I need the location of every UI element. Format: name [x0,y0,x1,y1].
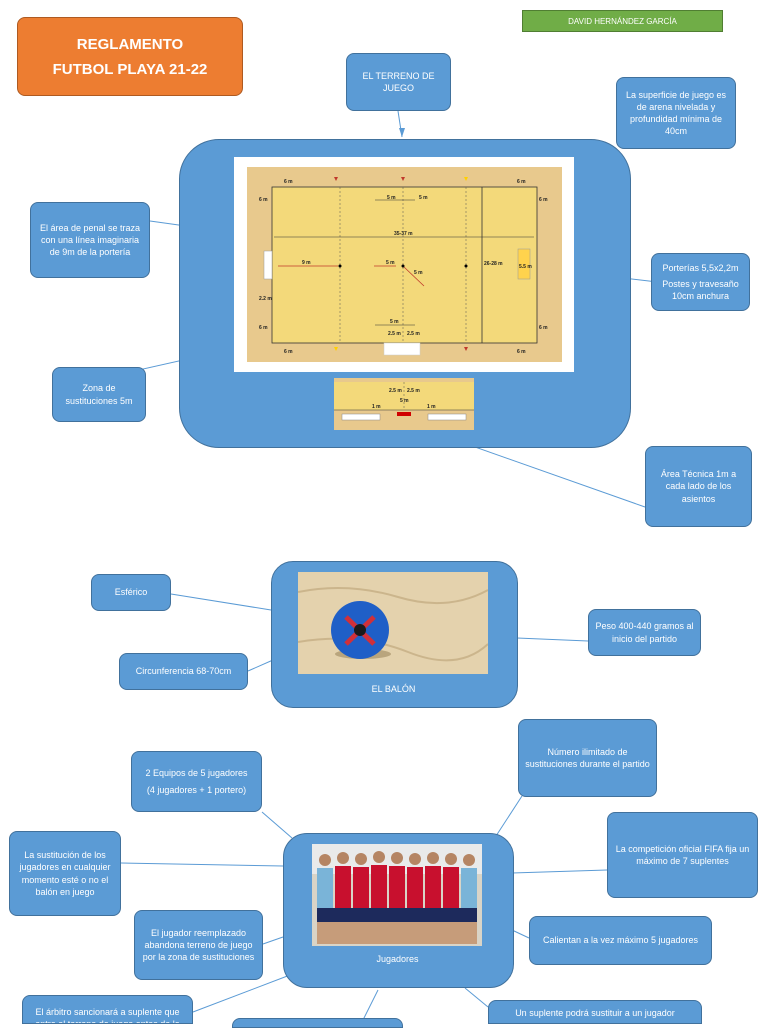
label-tech-sub-a: 2.5 m [389,388,402,394]
terreno-heading-box: EL TERRENO DE JUEGO [346,53,451,111]
label-tech-left: 1 m [372,404,381,410]
arbitro-box: El árbitro sancionará a suplente que ent… [22,995,193,1024]
terreno-heading: EL TERRENO DE JUEGO [353,70,444,94]
reemplazado-box: El jugador reemplazado abandona terreno … [134,910,263,980]
fifa-box: La competición oficial FIFA fija un máxi… [607,812,758,898]
author-badge: DAVID HERNÁNDEZ GARCÍA [522,10,723,32]
jugadores-heading: Jugadores [283,954,512,964]
label-sub-half-b: 2.5 m [407,331,420,337]
label-tech-right: 1 m [427,404,436,410]
superficie-text: La superficie de juego es de arena nivel… [623,89,729,138]
label-length: 35-37 m [394,231,413,237]
title-line-2: FUTBOL PLAYA 21-22 [18,61,242,78]
page-title: REGLAMENTO FUTBOL PLAYA 21-22 [17,17,243,96]
label-corner-bl: 6 m [284,349,293,355]
peso-text: Peso 400-440 gramos al inicio del partid… [595,620,694,644]
label-center-top-a: 5 m [387,195,396,201]
reemplazado-text: El jugador reemplazado abandona terreno … [141,927,256,963]
label-side-br: 6 m [539,325,548,331]
calientan-box: Calientan a la vez máximo 5 jugadores [529,916,712,965]
label-post: 2.2 m [259,296,272,302]
penal-box: El área de penal se traza con una línea … [30,202,150,278]
ilimitado-box: Número ilimitado de sustituciones durant… [518,719,657,797]
sustitucion-text: La sustitución de los jugadores en cualq… [16,849,114,898]
equipos-box: 2 Equipos de 5 jugadores (4 jugadores + … [131,751,262,812]
sustituciones-text: Zona de sustituciones 5m [59,382,139,406]
label-mid-b: 5 m [414,270,423,276]
label-tech-sub-b: 2.5 m [407,388,420,394]
label-center-top-b: 5 m [419,195,428,201]
ilimitado-text: Número ilimitado de sustituciones durant… [525,746,650,770]
sustituciones-box: Zona de sustituciones 5m [52,367,146,422]
field-diagram: 6 m 6 m 6 m 6 m 5 m 5 m 35-37 m 26-28 m … [234,157,574,372]
label-penalty: 9 m [302,260,311,266]
label-side-tl: 6 m [259,197,268,203]
area-tecnica-box: Área Técnica 1m a cada lado de los asien… [645,446,752,527]
label-sub-zone: 5 m [390,319,399,325]
circunferencia-box: Circunferencia 68-70cm [119,653,248,690]
suplente-text: Un suplente podrá sustituir a un jugador [515,1007,675,1019]
equipos-line-1: 2 Equipos de 5 jugadores [145,767,247,779]
peso-box: Peso 400-440 gramos al inicio del partid… [588,609,701,656]
partial-box [232,1018,403,1028]
label-mid-a: 5 m [386,260,395,266]
sustitucion-box: La sustitución de los jugadores en cualq… [9,831,121,916]
arbitro-text: El árbitro sancionará a suplente que ent… [29,1006,186,1024]
label-corner-tl: 6 m [284,179,293,185]
label-width: 26-28 m [484,261,503,267]
technical-area-diagram: 2.5 m 2.5 m 5 m 1 m 1 m [334,378,474,430]
calientan-text: Calientan a la vez máximo 5 jugadores [543,934,698,946]
porterias-line-2: Postes y travesaño 10cm anchura [658,278,743,302]
goal-left [264,251,272,279]
esferico-box: Esférico [91,574,171,611]
label-goal: 5.5 m [519,264,532,270]
suplente-box: Un suplente podrá sustituir a un jugador [488,1000,702,1024]
label-sub-half-a: 2.5 m [388,331,401,337]
circunferencia-text: Circunferencia 68-70cm [136,665,232,677]
porterias-line-1: Porterías 5,5x2,2m [662,262,738,274]
equipos-line-2: (4 jugadores + 1 portero) [147,784,246,796]
superficie-box: La superficie de juego es de arena nivel… [616,77,736,149]
ball-photo [298,572,488,674]
team-photo [312,844,482,946]
label-corner-tr: 6 m [517,179,526,185]
label-tech-zone: 5 m [400,398,409,404]
title-line-1: REGLAMENTO [18,36,242,53]
fifa-text: La competición oficial FIFA fija un máxi… [614,843,751,867]
area-tecnica-text: Área Técnica 1m a cada lado de los asien… [652,468,745,504]
esferico-text: Esférico [115,586,148,598]
penal-text: El área de penal se traza con una línea … [37,222,143,258]
label-corner-br: 6 m [517,349,526,355]
porterias-box: Porterías 5,5x2,2m Postes y travesaño 10… [651,253,750,311]
balon-heading: EL BALÓN [271,684,516,694]
label-side-tr: 6 m [539,197,548,203]
label-side-bl: 6 m [259,325,268,331]
